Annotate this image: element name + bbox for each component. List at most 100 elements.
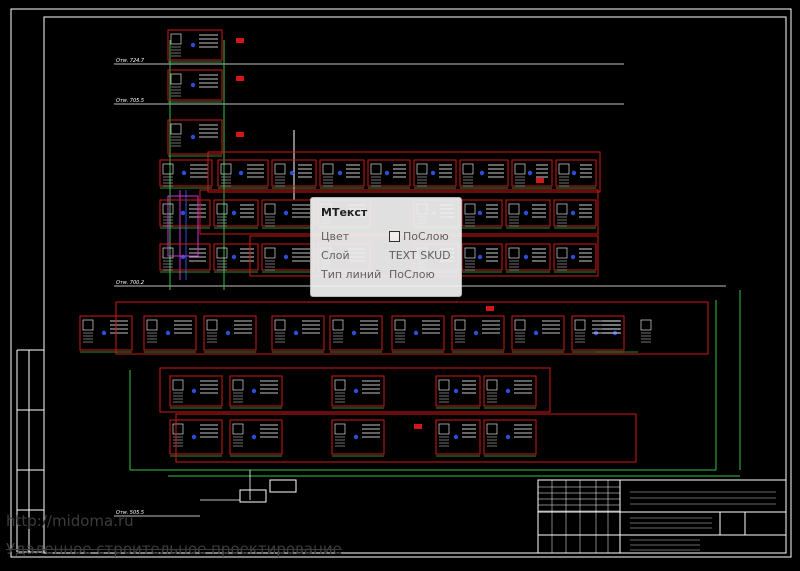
zone-outline (207, 151, 601, 193)
device-enclosure (553, 243, 597, 271)
controller-symbol (220, 163, 232, 175)
device-enclosure (167, 29, 223, 61)
reader-symbol (430, 170, 436, 176)
reader-symbol (477, 210, 483, 216)
reader-symbol (384, 170, 390, 176)
controller-symbol (274, 163, 286, 175)
tooltip-key: Цвет (321, 230, 350, 243)
device-enclosure (319, 159, 365, 187)
device-enclosure (79, 315, 133, 351)
tooltip-key: Тип линий (321, 268, 382, 281)
marker-tag (236, 38, 244, 43)
drawing-frame (10, 8, 792, 558)
device-enclosure (167, 69, 223, 101)
controller-symbol (170, 33, 182, 45)
controller-symbol (172, 379, 184, 391)
controller-symbol (394, 319, 406, 331)
controller-symbol (172, 423, 184, 435)
device-enclosure (229, 419, 283, 455)
device-enclosure (169, 419, 223, 455)
controller-symbol (556, 247, 568, 259)
device-enclosure (159, 159, 213, 187)
reader-symbol (293, 330, 299, 336)
controller-symbol (232, 423, 244, 435)
reader-symbol (523, 254, 529, 260)
controller-symbol (170, 123, 182, 135)
tooltip-value: ПоСлою (403, 230, 449, 243)
reader-symbol (180, 210, 186, 216)
reader-symbol (191, 434, 197, 440)
elevation-label: Отм. 700.2 (116, 280, 144, 286)
reader-symbol (190, 42, 196, 48)
marker-tag (236, 76, 244, 81)
tooltip-row-linetype: Тип линий ПоСлою (321, 265, 451, 284)
device-enclosure (459, 159, 509, 187)
reader-symbol (190, 82, 196, 88)
tooltip-key: Слой (321, 249, 350, 262)
zone-outline (115, 301, 709, 355)
elevation-label: Отм. 724.7 (116, 58, 145, 64)
device-enclosure (367, 159, 411, 187)
reader-symbol (231, 210, 237, 216)
device-enclosure (553, 199, 597, 227)
reader-symbol (351, 330, 357, 336)
controller-symbol (416, 163, 428, 175)
controller-symbol (216, 247, 228, 259)
reader-symbol (353, 388, 359, 394)
reader-symbol (473, 330, 479, 336)
controller-symbol (438, 379, 450, 391)
reader-symbol (283, 254, 289, 260)
reader-symbol (231, 254, 237, 260)
marker-tag (414, 424, 422, 429)
controller-symbol (322, 163, 334, 175)
mtext-tooltip: МТекст Цвет ПоСлою Слой TEXT SKUD Тип ли… (310, 197, 462, 297)
reader-symbol (453, 388, 459, 394)
controller-symbol (486, 379, 498, 391)
controller-symbol (464, 203, 476, 215)
reader-symbol (251, 388, 257, 394)
reader-symbol (477, 254, 483, 260)
tooltip-value: ПоСлою (389, 268, 435, 281)
reader-symbol (283, 210, 289, 216)
device-enclosure (505, 243, 551, 271)
device-enclosure (169, 375, 223, 407)
controller-symbol (514, 319, 526, 331)
riser-outline (167, 195, 199, 257)
controller-symbol (508, 203, 520, 215)
marker-tag (486, 306, 494, 311)
device-enclosure (213, 243, 259, 271)
reader-symbol (289, 170, 295, 176)
reader-symbol (225, 330, 231, 336)
reader-symbol (251, 434, 257, 440)
color-swatch-icon (389, 231, 400, 242)
reader-symbol (353, 434, 359, 440)
tooltip-title: МТекст (321, 206, 368, 219)
controller-symbol (206, 319, 218, 331)
device-enclosure (461, 243, 503, 271)
controller-symbol (332, 319, 344, 331)
tooltip-row-layer: Слой TEXT SKUD (321, 246, 451, 265)
distribution-box (269, 479, 297, 493)
device-enclosure (435, 375, 481, 407)
reader-symbol (527, 170, 533, 176)
controller-symbol (82, 319, 94, 331)
reader-symbol (165, 330, 171, 336)
reader-symbol (453, 434, 459, 440)
device-enclosure (217, 159, 269, 187)
device-enclosure (203, 315, 257, 351)
device-enclosure (555, 159, 597, 187)
reader-symbol (337, 170, 343, 176)
controller-symbol (556, 203, 568, 215)
controller-symbol (232, 379, 244, 391)
reader-symbol (571, 170, 577, 176)
controller-symbol (464, 247, 476, 259)
tooltip-row-color: Цвет ПоСлою (321, 227, 451, 246)
reader-symbol (238, 170, 244, 176)
elevation-label: Отм. 505.5 (116, 510, 144, 516)
device-enclosure (511, 159, 553, 187)
reader-symbol (533, 330, 539, 336)
device-enclosure (271, 315, 325, 351)
title-block (537, 479, 787, 554)
